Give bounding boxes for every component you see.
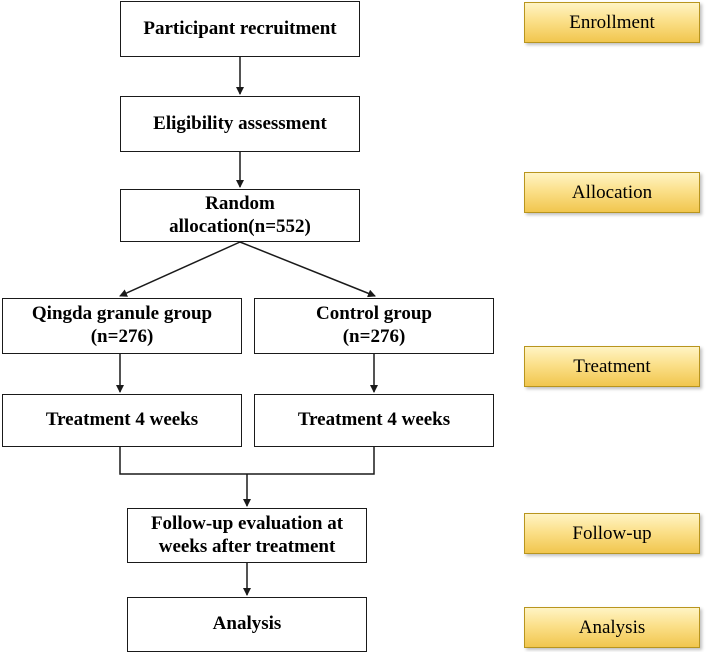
participant-recruitment-box: Participant recruitment xyxy=(120,1,360,57)
followup-evaluation-box: Follow-up evaluation at weeks after trea… xyxy=(127,508,367,563)
random-allocation-box: Random allocation(n=552) xyxy=(120,189,360,242)
stage-treatment-label: Treatment xyxy=(524,346,700,387)
qingda-granule-group-box: Qingda granule group (n=276) xyxy=(2,298,242,354)
arrow-allocation-to-control xyxy=(239,241,376,298)
merge-bracket xyxy=(119,447,375,475)
treatment-right-box: Treatment 4 weeks xyxy=(254,394,494,447)
control-group-box: Control group (n=276) xyxy=(254,298,494,354)
stage-analysis-label: Analysis xyxy=(524,607,700,648)
treatment-left-box: Treatment 4 weeks xyxy=(2,394,242,447)
eligibility-assessment-box: Eligibility assessment xyxy=(120,96,360,152)
stage-enrollment-label: Enrollment xyxy=(524,2,700,43)
arrow-allocation-to-qingda xyxy=(119,241,241,297)
stage-allocation-label: Allocation xyxy=(524,172,700,213)
analysis-box: Analysis xyxy=(127,597,367,652)
stage-followup-label: Follow-up xyxy=(524,513,700,554)
